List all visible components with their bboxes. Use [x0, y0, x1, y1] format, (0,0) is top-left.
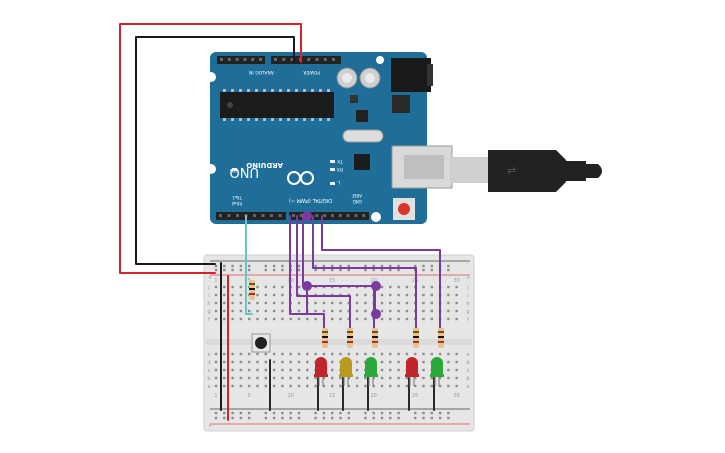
- on-label: ON: [230, 167, 237, 173]
- row-letter-label: e: [207, 352, 210, 358]
- led: [405, 357, 419, 386]
- row-letter-label: e: [466, 352, 469, 358]
- column-number-label: 1: [214, 393, 217, 399]
- resistor: [413, 328, 419, 348]
- components: [249, 280, 444, 386]
- row-letter-label: g: [466, 309, 469, 315]
- column-number-label: 15: [329, 278, 335, 284]
- wire-junction: [302, 211, 312, 221]
- row-letter-label: h: [207, 301, 210, 307]
- led: [364, 357, 378, 386]
- board-brand-label: ARDUINO: [246, 161, 283, 169]
- led: [339, 357, 353, 386]
- wire-junction: [371, 309, 381, 319]
- column-number-label: 1: [214, 278, 217, 284]
- resistor: [372, 328, 378, 348]
- wire-junction: [371, 281, 381, 291]
- aref-label: AREF: [351, 193, 362, 198]
- board-model-label: UNO: [230, 164, 259, 179]
- tx-pin-label: TX▸1: [232, 195, 243, 200]
- column-number-label: 10: [288, 393, 294, 399]
- rail-minus-label-bottom: -: [208, 408, 210, 414]
- row-letter-label: h: [466, 301, 469, 307]
- led: [314, 357, 328, 386]
- row-letter-label: c: [208, 368, 211, 374]
- resistor: [438, 328, 444, 348]
- wire-5v-red: [119, 23, 302, 274]
- resistor: [322, 328, 328, 348]
- row-letter-label: j: [466, 285, 468, 291]
- wire-led2-purple: [296, 215, 351, 329]
- rail-plus-label-top: +: [208, 275, 212, 281]
- row-letter-label: d: [466, 360, 469, 366]
- wires: [119, 23, 441, 421]
- arduino-logo-icon: [287, 171, 314, 185]
- column-number-label: 30: [454, 393, 460, 399]
- usb-cable: ⇌: [450, 150, 602, 192]
- column-number-label: 20: [371, 393, 377, 399]
- wire-led4-purple: [312, 215, 417, 329]
- rail-plus-label-top-right: +: [466, 275, 470, 281]
- row-letter-label: i: [208, 293, 209, 299]
- resistor: [347, 328, 353, 348]
- rail-minus-label-top-right: -: [466, 261, 468, 267]
- column-number-label: 15: [329, 393, 335, 399]
- column-number-label: 5: [248, 393, 251, 399]
- arduino-uno-board: ARDUINO UNO DIGITAL (PWM ~) ANALOG IN PO…: [206, 52, 453, 224]
- usb-symbol-icon: ⇌: [507, 164, 516, 177]
- analog-in-label: ANALOG IN: [249, 69, 274, 75]
- column-number-label: 5: [248, 278, 251, 284]
- row-letter-label: i: [467, 293, 468, 299]
- row-letter-label: a: [207, 384, 210, 390]
- row-letter-label: f: [208, 317, 210, 323]
- wire-led5-purple: [321, 215, 441, 329]
- row-letter-label: b: [466, 376, 469, 382]
- row-letter-label: c: [467, 368, 470, 374]
- row-letter-label: b: [207, 376, 210, 382]
- rail-plus-label-bottom: +: [208, 423, 212, 429]
- led: [430, 357, 444, 386]
- row-letter-label: j: [207, 285, 209, 291]
- wire-gnd-black: [135, 36, 295, 265]
- row-letter-label: g: [207, 309, 210, 315]
- column-number-label: 30: [454, 278, 460, 284]
- column-number-label: 20: [371, 278, 377, 284]
- power-label: POWER: [303, 69, 320, 75]
- rx-label: RX: [337, 166, 343, 172]
- push-button: [251, 333, 271, 353]
- column-number-label: 25: [412, 393, 418, 399]
- row-letter-label: d: [207, 360, 210, 366]
- digital-pwm-label: DIGITAL (PWM ~): [289, 197, 332, 203]
- row-letter-label: f: [467, 317, 469, 323]
- tx-label: TX: [337, 158, 344, 164]
- wire-junction: [302, 281, 312, 291]
- row-letter-label: a: [466, 384, 469, 390]
- rx-pin-label: RX◂0: [231, 201, 242, 206]
- resistor: [249, 280, 255, 300]
- l-led-label: L: [337, 179, 340, 185]
- gnd-label: GND: [353, 199, 362, 204]
- wire-button-cyan: [245, 215, 253, 315]
